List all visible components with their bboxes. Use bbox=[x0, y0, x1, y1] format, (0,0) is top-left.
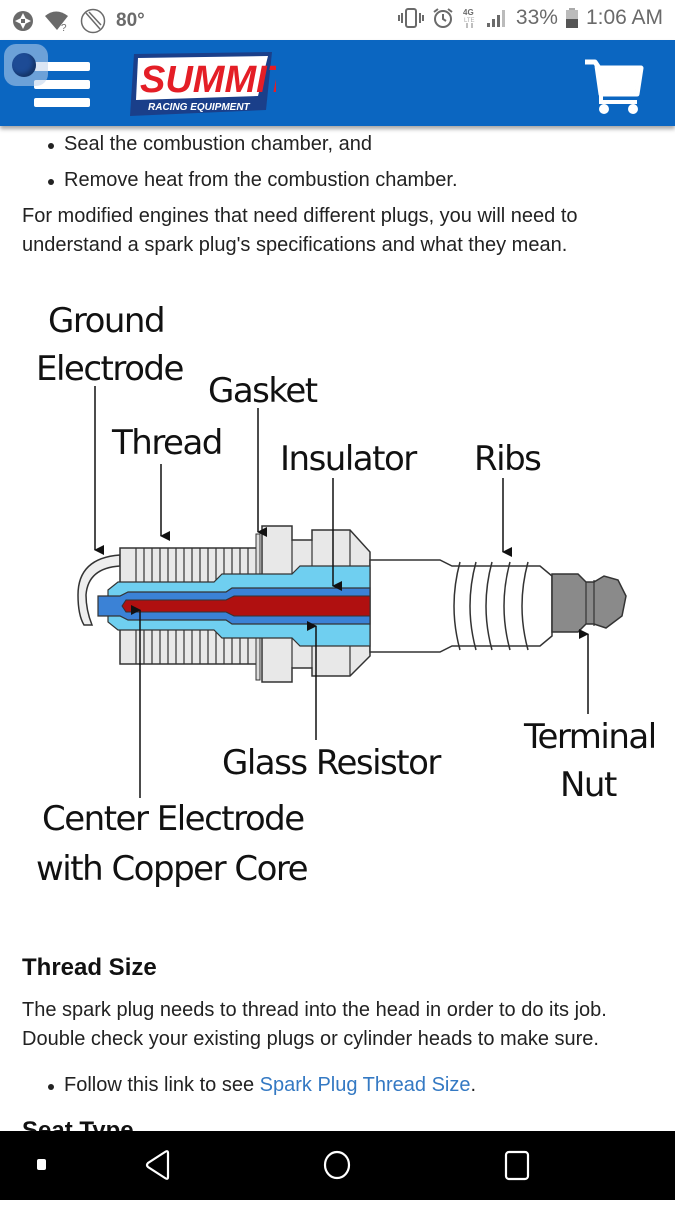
android-nav-bar bbox=[0, 1131, 675, 1200]
hamburger-menu-button[interactable] bbox=[34, 62, 92, 108]
bullet-prefix: Follow this link to see bbox=[64, 1074, 260, 1096]
section-heading-seat-type: Seat Type bbox=[22, 1118, 134, 1131]
copper-core bbox=[121, 595, 371, 617]
function-list: Seal the combustion chamber, and Remove … bbox=[0, 132, 675, 204]
label-ground-electrode-2: Electrode bbox=[36, 349, 183, 389]
summit-logo[interactable]: SUMMIT RACING EQUIPMENT bbox=[126, 48, 293, 120]
intro-paragraph: For modified engines that need different… bbox=[22, 205, 578, 256]
app-header: SUMMIT RACING EQUIPMENT bbox=[0, 40, 675, 126]
menu-line-icon bbox=[34, 98, 90, 107]
spark-plug-thread-size-link[interactable]: Spark Plug Thread Size bbox=[259, 1074, 471, 1096]
no-sim-icon bbox=[80, 8, 106, 34]
list-item: Follow this link to see Spark Plug Threa… bbox=[0, 1073, 675, 1097]
home-icon bbox=[323, 1150, 351, 1180]
cart-icon bbox=[585, 59, 644, 114]
clock: 1:06 AM bbox=[585, 6, 663, 29]
insulator-body bbox=[369, 559, 553, 653]
thread-size-list: Follow this link to see Spark Plug Threa… bbox=[0, 1073, 675, 1097]
logo-brand-text: SUMMIT bbox=[140, 59, 276, 101]
label-center-electrode: Center Electrode bbox=[42, 799, 304, 839]
home-button[interactable] bbox=[323, 1150, 351, 1180]
recents-button[interactable] bbox=[504, 1150, 530, 1181]
floating-assistant-bubble[interactable] bbox=[4, 44, 48, 86]
back-icon bbox=[145, 1150, 170, 1180]
alarm-icon bbox=[433, 8, 453, 28]
ribs bbox=[453, 561, 529, 651]
svg-text:?: ? bbox=[61, 23, 67, 32]
logo-tagline: RACING EQUIPMENT bbox=[148, 102, 251, 113]
label-gasket: Gasket bbox=[208, 371, 318, 411]
label-terminal-nut: Terminal bbox=[523, 717, 656, 757]
leader-lines bbox=[94, 386, 589, 798]
list-item: Remove heat from the combustion chamber. bbox=[0, 168, 675, 204]
menu-line-icon bbox=[34, 80, 90, 89]
label-thread: Thread bbox=[111, 423, 222, 463]
temperature: 80° bbox=[116, 10, 145, 31]
battery-percent: 33% bbox=[515, 6, 558, 29]
vibrate-icon bbox=[397, 8, 424, 28]
list-item: Seal the combustion chamber, and bbox=[0, 132, 675, 168]
svg-text:4G: 4G bbox=[463, 8, 474, 17]
label-ribs: Ribs bbox=[474, 439, 541, 479]
wifi-question-icon: ? bbox=[45, 11, 68, 32]
label-terminal-nut-2: Nut bbox=[560, 765, 617, 805]
section-heading-thread-size: Thread Size bbox=[22, 954, 157, 981]
nav-indicator-icon bbox=[37, 1159, 46, 1170]
recents-icon bbox=[504, 1150, 530, 1181]
label-glass-resistor: Glass Resistor bbox=[222, 743, 441, 783]
label-ground-electrode: Ground bbox=[48, 301, 164, 341]
battery-icon bbox=[565, 8, 578, 28]
menu-line-icon bbox=[34, 62, 90, 71]
label-insulator: Insulator bbox=[280, 439, 417, 479]
bullet-suffix: . bbox=[470, 1074, 477, 1096]
terminal-nut bbox=[551, 573, 627, 633]
ground-electrode bbox=[77, 554, 121, 626]
thread-size-paragraph: The spark plug needs to thread into the … bbox=[22, 999, 607, 1050]
signal-icon bbox=[486, 10, 505, 27]
svg-text:LTE: LTE bbox=[464, 18, 475, 24]
aperture-icon bbox=[13, 11, 33, 31]
spark-plug-diagram: Ground Electrode Gasket Thread Insulator… bbox=[0, 290, 675, 910]
shopping-cart-button[interactable] bbox=[583, 58, 645, 116]
label-center-electrode-2: with Copper Core bbox=[36, 849, 308, 889]
back-button[interactable] bbox=[145, 1150, 170, 1180]
